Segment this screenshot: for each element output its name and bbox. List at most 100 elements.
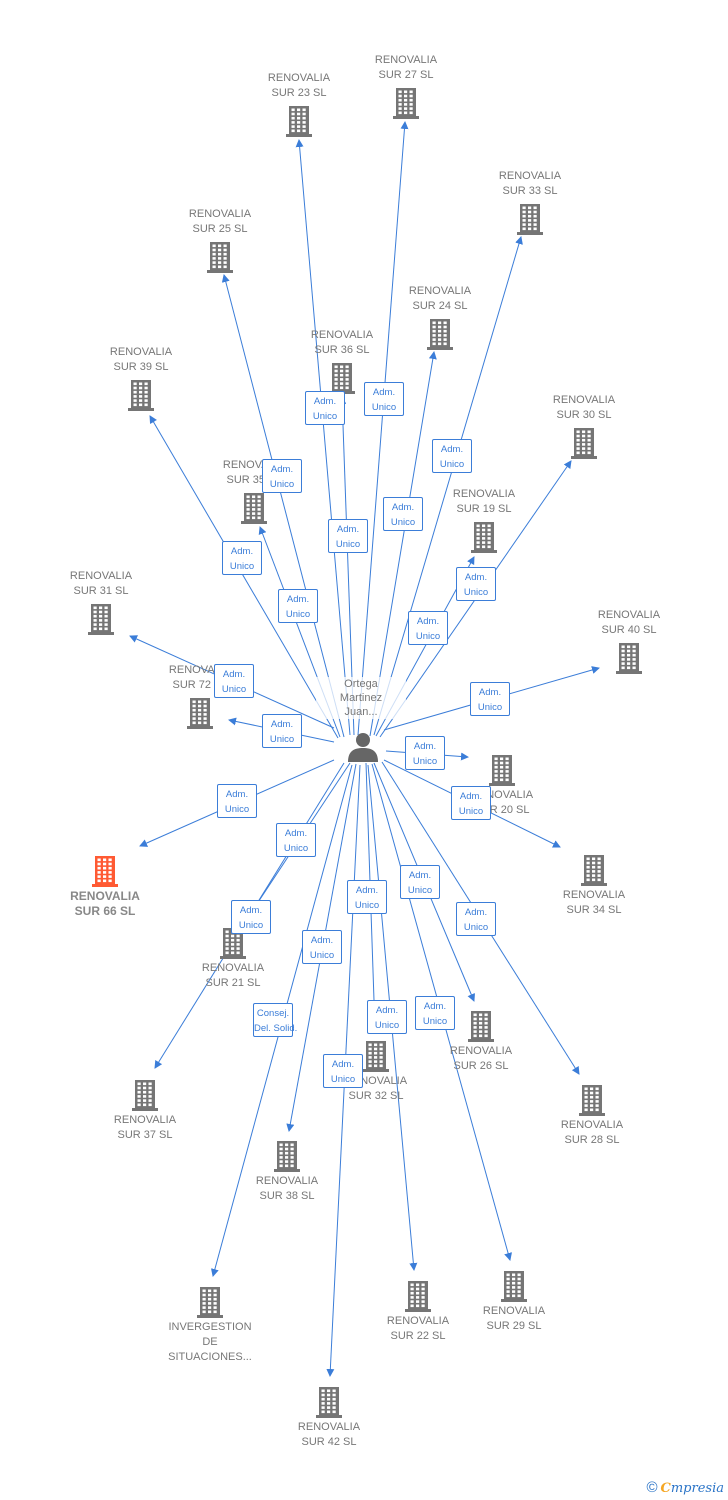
building-icon[interactable]: [567, 425, 601, 459]
role-badge-sur30[interactable]: Adm.Unico: [456, 567, 496, 601]
role-badge-sur29[interactable]: Adm.Unico: [415, 996, 455, 1030]
building-icon[interactable]: [497, 1268, 531, 1302]
role-badge-sur42[interactable]: Adm. Unico: [323, 1054, 363, 1088]
role-badge-invergestion[interactable]: Consej.Del. Solid.: [253, 1003, 297, 1037]
building-icon[interactable]: [467, 519, 501, 553]
person-icon[interactable]: [346, 731, 380, 763]
role-badge-sur26[interactable]: Adm.Unico: [400, 865, 440, 899]
role-badge-text: Adm.: [313, 396, 337, 407]
company-name-line: SUR 39 SL: [113, 361, 169, 373]
role-badge-sur40[interactable]: Adm.Unico: [470, 682, 510, 716]
building-icon[interactable]: [575, 1082, 609, 1116]
role-badge-sur38[interactable]: Adm.Unico: [302, 930, 342, 964]
role-badge-sur32[interactable]: Adm.Unico: [347, 880, 387, 914]
company-label-sur29[interactable]: RENOVALIA SUR 29 SL: [459, 1304, 569, 1334]
role-badge-sur25[interactable]: Adm.Unico: [262, 459, 302, 493]
building-icon[interactable]: [464, 1008, 498, 1042]
role-badge-text: Unico: [335, 539, 361, 550]
role-badge-sur35[interactable]: Adm.Unico: [278, 589, 318, 623]
role-badge-text: Unico: [407, 885, 433, 896]
building-icon[interactable]: [325, 360, 359, 394]
empresia-brand[interactable]: ©Cmpresia: [646, 1479, 724, 1496]
role-badge-sur33[interactable]: Adm.Unico: [432, 439, 472, 473]
building-icon[interactable]: [282, 103, 316, 137]
role-badge-sur28[interactable]: Adm.Unico: [456, 902, 496, 936]
building-icon[interactable]: [193, 1284, 227, 1318]
role-badge-text: Adm.: [270, 719, 294, 730]
building-icon[interactable]: [312, 1384, 346, 1418]
role-badge-text: Adm.: [478, 687, 502, 698]
building-icon[interactable]: [237, 490, 271, 524]
building-icon[interactable]: [359, 1038, 393, 1072]
building-icon[interactable]: [389, 85, 423, 119]
edge-sur23: [295, 139, 351, 736]
role-badge-text: Unico: [285, 609, 311, 620]
person-name-line-1: Ortega: [316, 677, 406, 691]
role-badge-sur31[interactable]: Adm.Unico: [214, 664, 254, 698]
company-name-line: SUR 29 SL: [486, 1320, 542, 1332]
role-badge-sur24[interactable]: Adm.Unico: [383, 497, 423, 531]
role-badge-sur36[interactable]: Adm.Unico: [328, 519, 368, 553]
building-icon[interactable]: [203, 239, 237, 273]
building-icon[interactable]: [216, 925, 250, 959]
building-icon[interactable]: [577, 852, 611, 886]
role-badge-sur72[interactable]: Adm.Unico: [262, 714, 302, 748]
role-badge-text: Unico: [221, 684, 247, 695]
role-badge-sur37[interactable]: Adm.Unico: [231, 900, 271, 934]
building-icon[interactable]: [124, 377, 158, 411]
edge-sur39: [149, 415, 339, 739]
role-badge-sur20[interactable]: Adm.Unico: [405, 736, 445, 770]
role-badge-sur34[interactable]: Adm.Unico: [451, 786, 491, 820]
company-name-line: SUR 30 SL: [556, 409, 612, 421]
building-icon[interactable]: [270, 1138, 304, 1172]
company-name-line: RENOVALIA: [482, 1305, 546, 1317]
building-icon[interactable]: [485, 752, 519, 786]
role-badge-text: Unico: [330, 1074, 356, 1085]
company-name-line: SUR 40 SL: [601, 624, 657, 636]
building-icon[interactable]: [183, 695, 217, 729]
role-badge-text: Adm.: [391, 502, 415, 513]
building-icon[interactable]: [84, 601, 118, 635]
building-icon[interactable]: [423, 316, 457, 350]
building-icon[interactable]: [128, 1077, 162, 1111]
role-badge-sur27[interactable]: Adm.Unico: [364, 382, 404, 416]
role-badge-text: Unico: [238, 920, 264, 931]
building-icon[interactable]: [88, 853, 122, 887]
role-badge-text: Adm.: [372, 387, 396, 398]
building-icon[interactable]: [513, 201, 547, 235]
role-badge-text: Adm.: [331, 1059, 355, 1070]
building-icon[interactable]: [612, 640, 646, 674]
building-icon[interactable]: [401, 1278, 435, 1312]
company-name-line: SUR 19 SL: [456, 503, 512, 515]
person-name-label[interactable]: Ortega Martinez Juan...: [316, 677, 406, 719]
role-badge-sur22[interactable]: Adm.Unico: [367, 1000, 407, 1034]
company-name-line: SUR 34 SL: [566, 904, 622, 916]
role-badge-sur21[interactable]: Adm.Unico: [276, 823, 316, 857]
company-name-line: DE: [202, 1336, 218, 1348]
role-badge-sur19[interactable]: Adm.Unico: [408, 611, 448, 645]
role-badge-sur66[interactable]: Adm.Unico: [217, 784, 257, 818]
role-badge-sur23[interactable]: Adm.Unico: [305, 391, 345, 425]
role-badge-sur39[interactable]: Adm.Unico: [222, 541, 262, 575]
